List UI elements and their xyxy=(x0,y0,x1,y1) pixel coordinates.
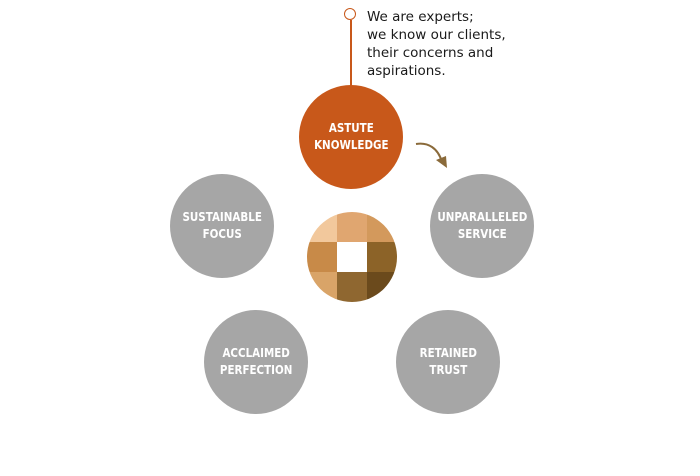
mosaic-grid xyxy=(307,212,397,302)
curved-arrow-icon xyxy=(415,142,447,168)
callout-connector-line xyxy=(350,20,352,88)
node-label: RETAINED TRUST xyxy=(419,345,476,379)
callout-line: we know our clients, xyxy=(367,27,506,43)
node-unparalleled-service: UNPARALLELED SERVICE xyxy=(430,174,534,278)
node-label: SUSTAINABLE FOCUS xyxy=(182,209,261,243)
node-label-line: ACCLAIMED xyxy=(222,346,290,360)
mosaic-logo-icon xyxy=(307,212,397,302)
mosaic-tile xyxy=(337,272,367,302)
node-acclaimed-perfection: ACCLAIMED PERFECTION xyxy=(204,310,308,414)
callout-text: We are experts; we know our clients, the… xyxy=(367,8,607,80)
node-label-line: PERFECTION xyxy=(219,363,293,377)
node-astute-knowledge: ASTUTE KNOWLEDGE xyxy=(299,85,403,189)
mosaic-tile xyxy=(337,212,367,242)
node-label-line: KNOWLEDGE xyxy=(313,138,389,152)
node-label-line: UNPARALLELED xyxy=(437,210,527,224)
node-retained-trust: RETAINED TRUST xyxy=(396,310,500,414)
callout-line: We are experts; xyxy=(367,9,474,25)
node-label-line: TRUST xyxy=(429,363,467,377)
node-label-line: RETAINED xyxy=(419,346,477,360)
mosaic-tile xyxy=(307,272,337,302)
node-label: UNPARALLELED SERVICE xyxy=(437,209,527,243)
node-label-line: FOCUS xyxy=(202,227,242,241)
node-sustainable-focus: SUSTAINABLE FOCUS xyxy=(170,174,274,278)
node-label: ASTUTE KNOWLEDGE xyxy=(314,120,389,154)
mosaic-tile xyxy=(307,212,337,242)
mosaic-tile xyxy=(367,212,397,242)
circle-pin-icon xyxy=(344,8,356,20)
mosaic-tile xyxy=(367,242,397,272)
callout-line: aspirations. xyxy=(367,63,446,79)
mosaic-tile xyxy=(307,242,337,272)
mosaic-tile xyxy=(337,242,367,272)
node-label-line: SUSTAINABLE xyxy=(182,210,262,224)
mosaic-tile xyxy=(367,272,397,302)
callout-line: their concerns and xyxy=(367,45,494,61)
node-label-line: SERVICE xyxy=(457,227,507,241)
node-label: ACCLAIMED PERFECTION xyxy=(220,345,293,379)
node-label-line: ASTUTE xyxy=(328,121,374,135)
